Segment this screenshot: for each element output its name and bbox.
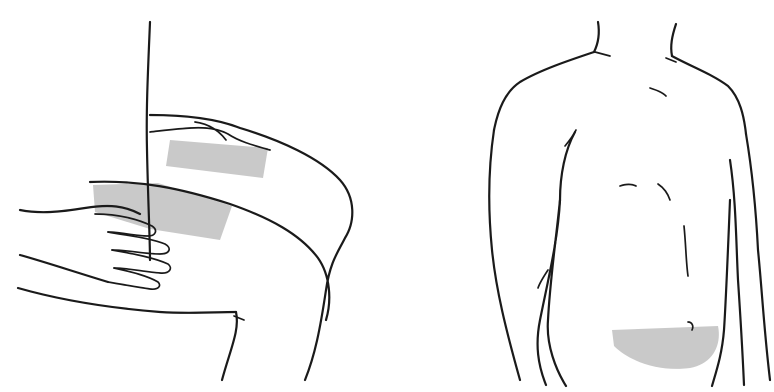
- forearm-lower-line: [18, 288, 236, 313]
- left-arm-inner: [538, 132, 575, 385]
- torso-panel: [489, 22, 770, 386]
- neck-left: [594, 22, 599, 52]
- torso-right-side: [712, 200, 730, 386]
- arm-panel: [18, 22, 352, 380]
- neck-right: [671, 24, 676, 56]
- right-arm-outer: [746, 134, 770, 380]
- sternum-mark: [650, 88, 666, 96]
- left-arm-outer: [489, 130, 520, 380]
- hip-line: [222, 312, 237, 380]
- torso-left-side: [548, 200, 566, 386]
- left-shoulder: [494, 52, 594, 130]
- palm-lower-line: [20, 255, 108, 282]
- hip-tick: [234, 316, 244, 320]
- collarbone-right: [666, 58, 676, 62]
- lower-abdomen-patch: [612, 326, 719, 369]
- right-shoulder: [672, 56, 746, 134]
- right-arm-inner: [730, 160, 744, 385]
- collarbone-left: [595, 52, 610, 56]
- finger-4: [108, 268, 160, 289]
- rib-mark-right: [658, 184, 670, 200]
- midline-mark: [684, 226, 688, 276]
- rib-mark-left: [620, 185, 636, 187]
- outer-arm-patch: [93, 183, 232, 240]
